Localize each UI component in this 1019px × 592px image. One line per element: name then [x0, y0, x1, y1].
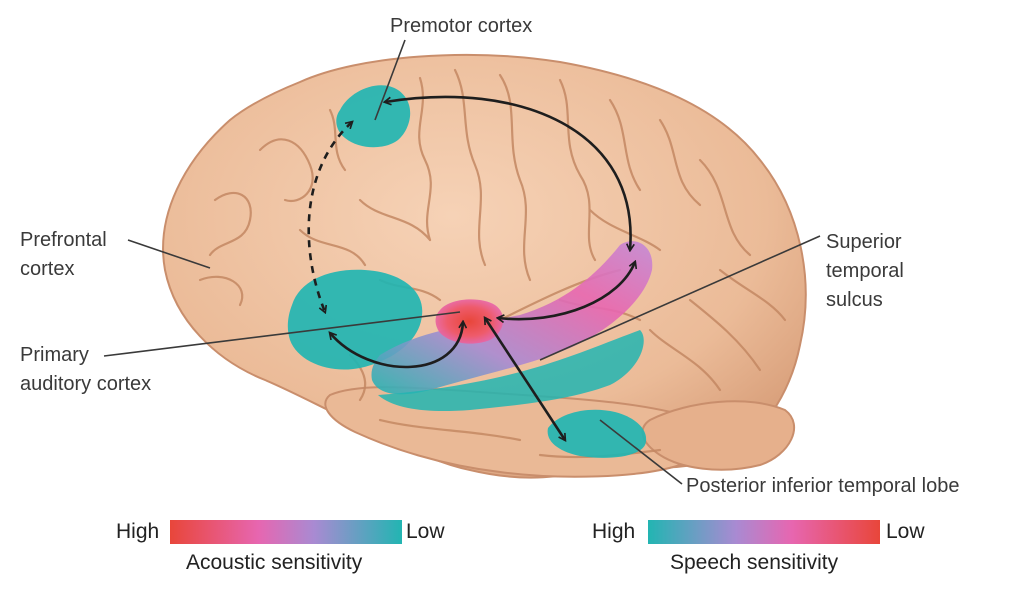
legend-speech-high: High: [592, 520, 636, 543]
label-sts-line3: sulcus: [826, 289, 883, 311]
leader-sts: [539, 235, 821, 361]
label-primary-line1: Primary: [20, 344, 89, 366]
leader-prefrontal: [127, 239, 211, 269]
label-sts-line1: Superior: [826, 231, 902, 253]
legend-acoustic-gradient-bar: [170, 520, 402, 544]
label-premotor-cortex: Premotor cortex: [390, 15, 533, 37]
arrow-a1-prefrontal: [330, 322, 463, 369]
arrow-a1-pitl: [485, 318, 565, 440]
label-sts-line2: temporal: [826, 260, 904, 282]
legend-speech-title: Speech sensitivity: [670, 551, 839, 574]
leader-primary-auditory: [103, 311, 461, 357]
posterior-inferior-temporal-region: [547, 409, 647, 458]
label-posterior-inferior-temporal-lobe: Posterior inferior temporal lobe: [686, 475, 960, 497]
connection-arrows: [307, 95, 635, 440]
leader-premotor: [374, 39, 406, 121]
legend-acoustic-high: High: [116, 520, 160, 543]
legend-speech-gradient-bar: [648, 520, 880, 544]
label-prefrontal-line2: cortex: [20, 258, 75, 280]
label-prefrontal-line1: Prefrontal: [20, 229, 107, 251]
label-primary-line2: auditory cortex: [20, 373, 152, 395]
legend-speech-low: Low: [886, 520, 925, 543]
arrow-premotor-sts: [385, 95, 631, 250]
leader-pitl: [599, 419, 683, 485]
brain-illustration: [162, 53, 807, 479]
sts-teal-lower: [378, 330, 644, 412]
legend-acoustic-title: Acoustic sensitivity: [186, 551, 363, 574]
primary-auditory-region: [435, 299, 504, 344]
legend-acoustic-low: Low: [406, 520, 445, 543]
leader-lines: [103, 39, 821, 485]
